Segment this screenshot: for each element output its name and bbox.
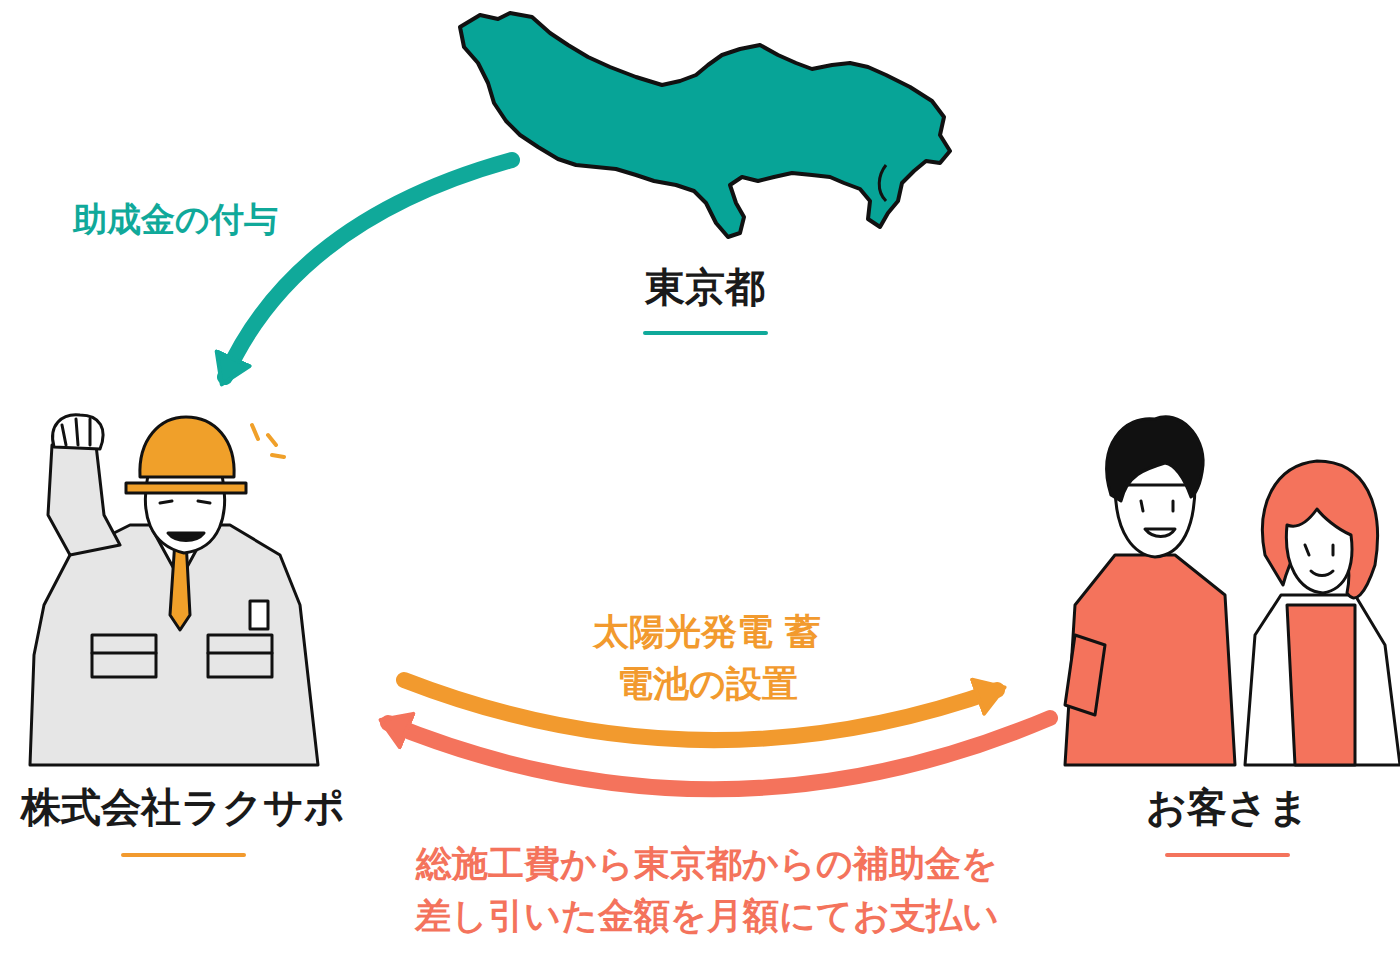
arrow-label: 太陽光発電 蓄電池の設置 [591, 606, 823, 710]
label-underline [1165, 853, 1290, 857]
customer-node: お客さま [1055, 405, 1400, 865]
worker-illustration [0, 405, 370, 767]
customers-illustration [1055, 405, 1400, 767]
region-node: 東京都 [440, 5, 970, 345]
arrow-label: 助成金の付与 [40, 195, 310, 244]
label-underline [121, 853, 246, 857]
node-label: 東京都 [440, 263, 970, 311]
node-label: お客さま [1055, 783, 1400, 831]
arrow-label: 総施工費から東京都からの補助金を 差し引いた金額を月額にてお支払い [409, 838, 1005, 942]
company-node: 株式会社ラクサポ [0, 405, 366, 865]
flow-arrow [388, 718, 1050, 789]
flow-arrow [225, 160, 512, 377]
label-underline [643, 331, 768, 335]
node-label: 株式会社ラクサポ [0, 783, 366, 831]
tokyo-map [440, 5, 970, 255]
